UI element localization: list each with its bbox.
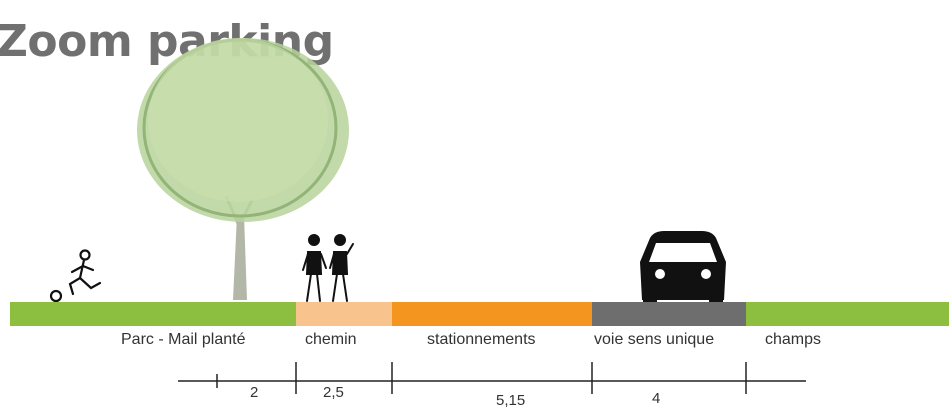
football-player-icon xyxy=(49,249,102,303)
dimension-park: 2 xyxy=(250,384,259,401)
dimension-road: 4 xyxy=(652,390,661,407)
segment-parking-bar xyxy=(392,302,592,326)
pedestrians-icon xyxy=(302,234,354,302)
label-park: Parc - Mail planté xyxy=(121,331,246,348)
dimension-path: 2,5 xyxy=(323,384,344,401)
label-path: chemin xyxy=(305,331,357,348)
segment-park-bar xyxy=(10,302,296,326)
dimension-line xyxy=(178,362,806,394)
label-parking: stationnements xyxy=(427,331,536,348)
label-road: voie sens unique xyxy=(594,331,715,348)
segment-road-bar xyxy=(592,302,746,326)
segment-fields-bar xyxy=(746,302,949,326)
tree-icon xyxy=(137,38,349,300)
car-icon xyxy=(640,231,726,304)
dimension-parking: 5,15 xyxy=(496,392,526,409)
segment-path-bar xyxy=(296,302,392,326)
label-fields: champs xyxy=(765,331,822,348)
